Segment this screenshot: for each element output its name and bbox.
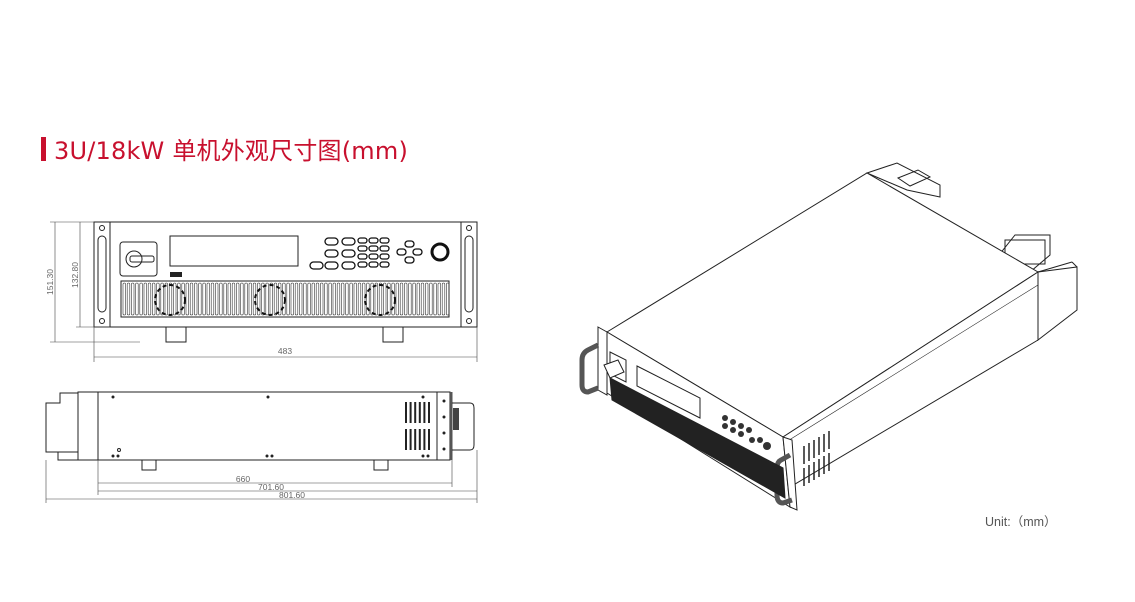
dim-depth-with-handle: 701.60 — [258, 482, 284, 492]
arrow-key — [396, 248, 407, 256]
front-keypad — [309, 237, 423, 270]
numeric-key — [357, 245, 368, 252]
numeric-key — [379, 245, 390, 252]
numeric-key — [357, 253, 368, 260]
left-rack-ear — [93, 221, 111, 328]
numeric-key — [379, 253, 390, 260]
iso-grille — [609, 377, 786, 499]
key-button — [341, 249, 356, 258]
key-button — [341, 261, 356, 270]
fan-icon — [364, 284, 396, 316]
power-switch — [119, 241, 158, 277]
numeric-key — [368, 261, 379, 268]
numeric-key — [368, 245, 379, 252]
dim-panel-height: 132.80 — [70, 262, 80, 288]
right-handle-slot — [464, 235, 474, 313]
numeric-key — [368, 253, 379, 260]
page-title: 3U/18kW 单机外观尺寸图(mm) — [54, 137, 409, 165]
numeric-key — [379, 261, 390, 268]
key-button — [309, 261, 324, 270]
dim-overall-height: 151.30 — [45, 269, 55, 295]
arrow-key — [404, 240, 415, 248]
key-button — [324, 237, 339, 246]
numeric-key — [379, 237, 390, 244]
key-button — [341, 237, 356, 246]
left-handle-slot — [97, 235, 107, 313]
arrow-key — [412, 248, 423, 256]
side-view: 660 701.60 801.60 — [45, 391, 478, 503]
display-window — [169, 235, 299, 267]
isometric-view — [579, 162, 1078, 511]
right-rack-ear — [460, 221, 478, 328]
knob — [430, 242, 450, 262]
key-button — [324, 261, 339, 270]
numeric-key — [357, 261, 368, 268]
front-panel — [109, 221, 462, 328]
dim-width: 483 — [278, 346, 292, 356]
dim-overall-depth: 801.60 — [279, 490, 305, 500]
fan-icon — [154, 284, 186, 316]
arrow-key — [404, 256, 415, 264]
key-button — [324, 249, 339, 258]
iso-display — [636, 365, 701, 419]
title-accent-bar — [41, 137, 46, 161]
indicator — [170, 272, 182, 277]
numeric-key — [357, 237, 368, 244]
fan-icon — [254, 284, 286, 316]
dim-body-depth: 660 — [236, 474, 250, 484]
numeric-key — [368, 237, 379, 244]
chassis-side — [97, 391, 438, 461]
unit-label: Unit:（mm） — [985, 515, 1057, 529]
front-view: 151.30 132.80 483 — [45, 221, 478, 362]
